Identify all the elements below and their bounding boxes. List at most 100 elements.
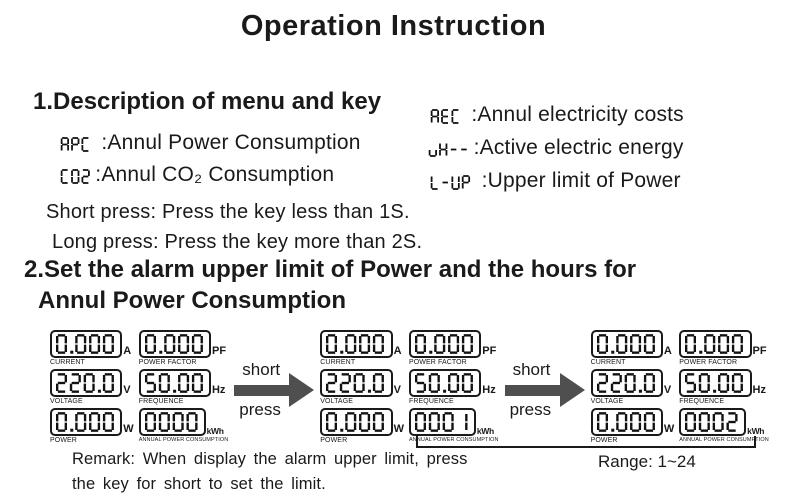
- menu-separator: :: [95, 131, 108, 154]
- lcd-display: [590, 330, 663, 358]
- menu-item-co2: : Annul CO₂ Consumption: [60, 163, 334, 187]
- lcd-value-line: kWh: [679, 408, 769, 436]
- lcd-display: [50, 330, 123, 358]
- lcd-caption: ANNUAL POWER CONSUMPTION: [408, 437, 499, 443]
- lcd-unit-label: Hz: [482, 384, 496, 396]
- menu-item-desc: Annul Power Consumption: [107, 131, 361, 154]
- lcd-unit-label: W: [123, 423, 134, 435]
- lcd-display: [138, 330, 211, 358]
- lcd-display: [138, 408, 206, 436]
- lcd-unit-label: W: [393, 423, 404, 435]
- arrow-label-top: short: [512, 360, 551, 379]
- lcd-token-apc-icon: [60, 136, 92, 152]
- remark-note: Remark: When display the alarm upper lim…: [72, 447, 467, 497]
- lcd-caption: CURRENT: [590, 359, 626, 366]
- menu-separator: :: [473, 136, 480, 159]
- menu-separator: :: [465, 103, 478, 126]
- lcd-token-co2-icon: [60, 168, 92, 184]
- lcd-value-line: Hz: [408, 369, 499, 397]
- menu-item-desc: Annul CO₂ Consumption: [101, 163, 335, 186]
- remark-line1: Remark: When display the alarm upper lim…: [72, 450, 468, 468]
- lcd-value-line: PF: [679, 330, 769, 358]
- lcd-caption: VOLTAGE: [320, 398, 354, 405]
- lcd-caption: ANNUAL POWER CONSUMPTION: [679, 437, 769, 443]
- lcd-display: [408, 369, 482, 397]
- lcd-token-lup-icon: [430, 174, 473, 190]
- section1-heading: 1.Description of menu and key: [33, 88, 382, 115]
- short-press-definition: Short press: Press the key less than 1S.: [46, 201, 410, 223]
- lcd-caption: FREQUENCE: [138, 398, 184, 405]
- lcd-display: [320, 369, 393, 397]
- lcd-unit-label: kWh: [476, 425, 494, 436]
- lcd-caption: FREQUENCE: [679, 398, 725, 405]
- menu-separator: :: [475, 169, 488, 192]
- lcd-caption: POWER: [50, 437, 77, 444]
- lcd-unit-label: V: [393, 384, 401, 396]
- lcd-caption: VOLTAGE: [590, 398, 624, 405]
- arrow-label-bottom: press: [509, 400, 552, 419]
- lcd-unit-label: V: [663, 384, 672, 396]
- lcd-unit-label: kWh: [747, 425, 765, 436]
- lcd-caption: POWER: [590, 437, 618, 444]
- lcd-caption: FREQUENCE: [408, 398, 454, 405]
- lcd-value-line: V: [50, 369, 134, 397]
- lcd-cell-current: A CURRENT: [590, 330, 675, 366]
- lcd-caption: ANNUAL POWER CONSUMPTION: [138, 437, 229, 443]
- lcd-value-line: W: [590, 408, 675, 436]
- lcd-display: [320, 408, 393, 436]
- lcd-value-line: V: [590, 369, 675, 397]
- lcd-unit-label: Hz: [211, 384, 226, 396]
- lcd-value-line: W: [320, 408, 404, 436]
- menu-item-apc: : Annul Power Consumption: [60, 131, 361, 155]
- lcd-cell-power: W POWER: [320, 408, 404, 444]
- right-arrow-icon: [234, 373, 315, 407]
- lcd-cell-power-factor: PF POWER FACTOR: [408, 330, 499, 366]
- arrow-label-bottom: press: [239, 400, 281, 419]
- right-arrow-icon: [504, 373, 585, 407]
- long-press-definition: Long press: Press the key more than 2S.: [52, 231, 423, 253]
- lcd-cell-voltage: V VOLTAGE: [590, 369, 675, 405]
- lcd-value-line: A: [50, 330, 134, 358]
- lcd-caption: POWER: [320, 437, 348, 444]
- lcd-value-line: A: [590, 330, 675, 358]
- lcd-value-line: Hz: [679, 369, 769, 397]
- lcd-value-line: kWh: [408, 408, 499, 436]
- lcd-unit-label: kWh: [206, 425, 224, 436]
- lcd-caption: VOLTAGE: [50, 398, 83, 405]
- lcd-unit-label: W: [663, 423, 675, 435]
- lcd-unit-label: PF: [482, 345, 497, 357]
- menu-item-aec: : Annul electricity costs: [430, 103, 684, 127]
- lcd-cell-current: A CURRENT: [50, 330, 134, 366]
- lcd-display: [679, 330, 752, 358]
- lcd-unit-label: Hz: [752, 384, 766, 396]
- remark-line2: the key for short to set the limit.: [72, 475, 326, 493]
- lcd-unit-label: A: [123, 345, 132, 357]
- short-press-arrow-2: short press: [504, 360, 585, 420]
- lcd-value-line: PF: [138, 330, 229, 358]
- lcd-display: [590, 369, 663, 397]
- lcd-cell-voltage: V VOLTAGE: [320, 369, 404, 405]
- lcd-unit-label: A: [663, 345, 672, 357]
- lcd-value-line: W: [50, 408, 134, 436]
- lcd-value-line: PF: [408, 330, 499, 358]
- lcd-value-line: A: [320, 330, 404, 358]
- lcd-caption: CURRENT: [50, 359, 85, 366]
- lcd-caption: POWER FACTOR: [138, 359, 197, 366]
- lcd-display: [679, 408, 747, 436]
- lcd-caption: POWER FACTOR: [408, 359, 467, 366]
- lcd-display: [590, 408, 663, 436]
- lcd-unit-label: PF: [752, 345, 767, 357]
- section2-heading-line2: Annul Power Consumption: [38, 287, 346, 314]
